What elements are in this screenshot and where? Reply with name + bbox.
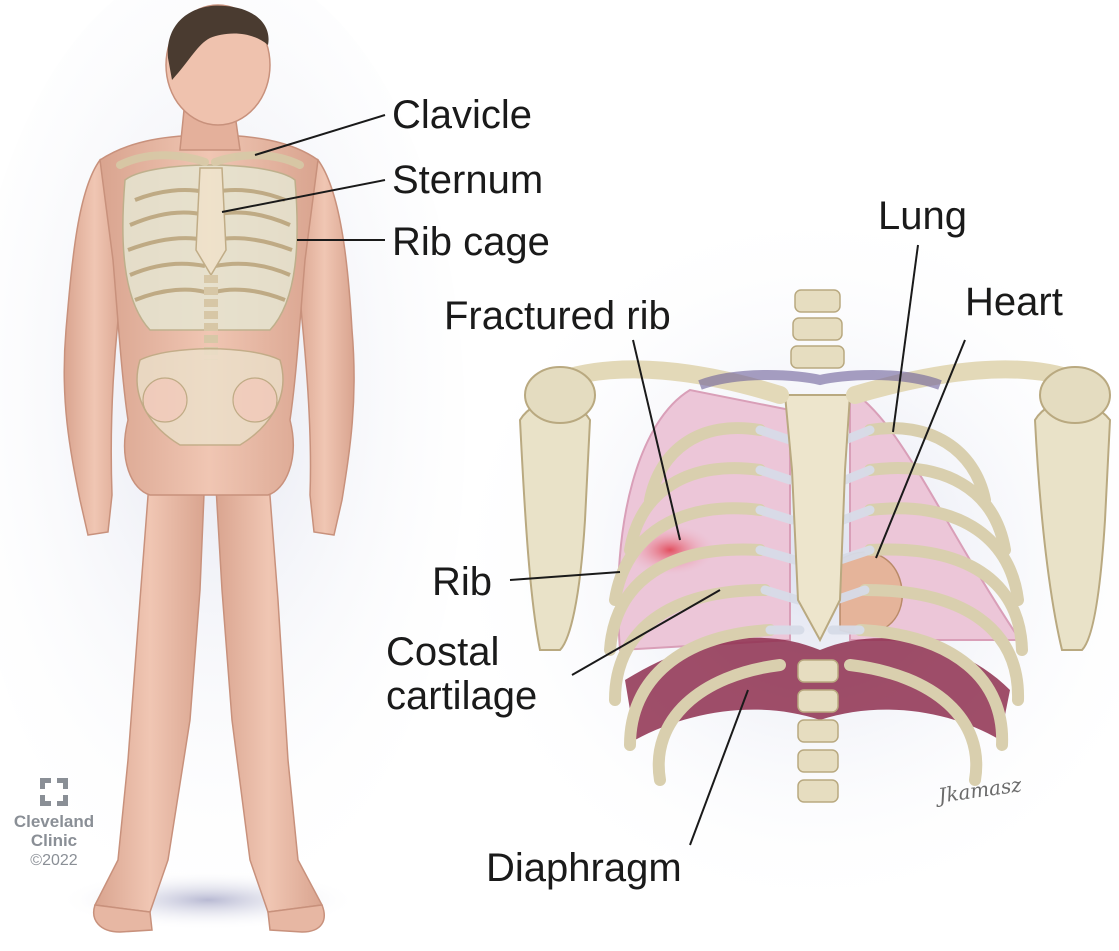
rib-cage-label: Rib cage	[392, 222, 550, 262]
cleveland-clinic-logo: Cleveland Clinic ©2022	[6, 776, 102, 872]
heart-label: Heart	[965, 282, 1063, 322]
lung-label: Lung	[878, 196, 967, 236]
cleveland-clinic-logo-icon	[38, 776, 70, 808]
logo-copyright: ©2022	[6, 850, 102, 872]
diaphragm-label: Diaphragm	[486, 848, 682, 888]
rib-label: Rib	[432, 562, 492, 602]
clavicle-label: Clavicle	[392, 95, 532, 135]
logo-brand-text: Cleveland Clinic	[6, 812, 102, 850]
fractured-rib-label: Fractured rib	[444, 296, 671, 336]
costal-cartilage-label: Costal cartilage	[386, 630, 537, 718]
sternum-label: Sternum	[392, 160, 543, 200]
